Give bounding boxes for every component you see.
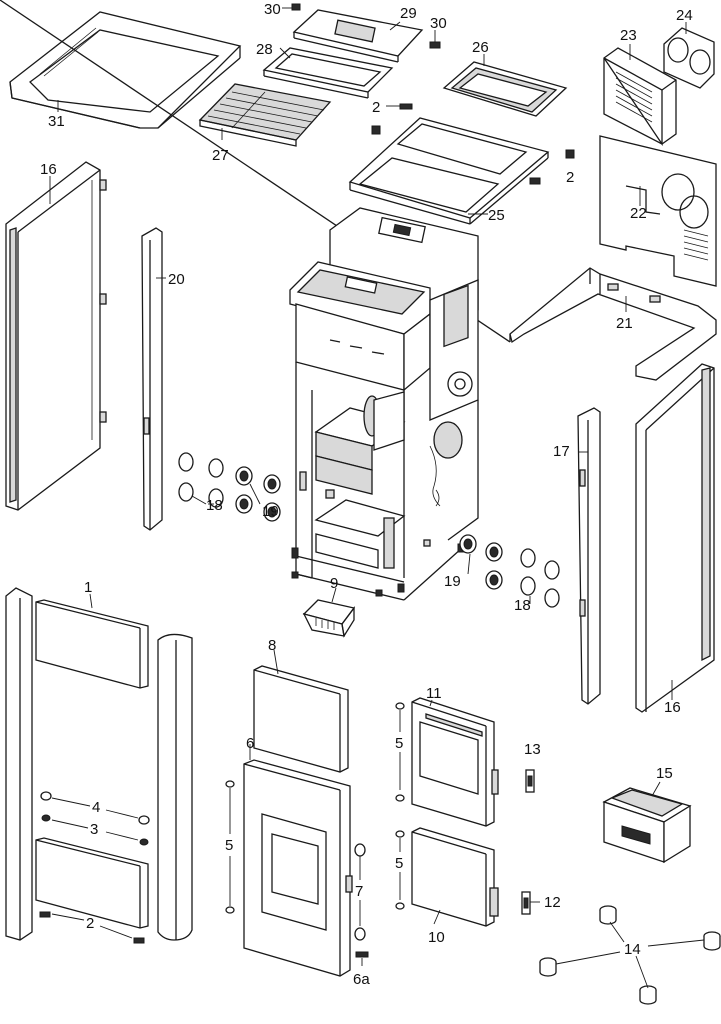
part-2-screws-bottom	[39, 911, 145, 944]
part-4-pin	[40, 791, 150, 825]
part-27-grille	[198, 83, 332, 147]
label-3: 3	[90, 821, 98, 838]
part-6-front-door	[243, 759, 353, 977]
part-front-left-column	[5, 587, 33, 941]
label-24: 24	[676, 7, 693, 24]
label-19-right: 19	[444, 573, 461, 590]
part-26-gasket	[442, 61, 568, 117]
callout-labels: 1 2 2 2 3 4 5 5 5 6 6a 7 8 9 10 11 12 13…	[40, 1, 693, 988]
label-15: 15	[656, 765, 673, 782]
label-22: 22	[630, 205, 647, 222]
part-8-plate	[253, 665, 349, 773]
part-20-left-rail	[141, 227, 163, 531]
part-2-screw-top	[371, 103, 413, 135]
label-6: 6	[246, 735, 254, 752]
label-5-upper: 5	[395, 735, 403, 752]
label-5-left: 5	[225, 837, 233, 854]
label-12: 12	[544, 894, 561, 911]
part-18-grommets-left	[178, 452, 224, 508]
part-14-feet	[539, 905, 721, 1005]
part-5-hinge-pin-lower	[395, 830, 405, 910]
part-11-upper-door	[411, 697, 499, 827]
part-12-latch	[521, 891, 540, 915]
label-7: 7	[355, 883, 363, 900]
label-6a: 6a	[353, 971, 370, 988]
part-13-latch	[525, 769, 535, 793]
label-4: 4	[92, 799, 100, 816]
part-16-right-side-panel	[635, 363, 715, 713]
label-9: 9	[330, 575, 338, 592]
part-16-left-side-panel	[5, 161, 107, 511]
label-30-right: 30	[430, 15, 447, 32]
label-16-right: 16	[664, 699, 681, 716]
label-17: 17	[553, 443, 570, 460]
label-2-top: 2	[372, 99, 380, 116]
part-23-rear-shroud	[603, 47, 677, 147]
part-17-right-rail	[577, 407, 601, 705]
part-1-front-upper-panel	[35, 599, 149, 689]
label-18-left: 18	[206, 497, 223, 514]
part-front-lower-panel	[35, 837, 149, 929]
label-28: 28	[256, 41, 273, 58]
label-2-right: 2	[566, 169, 574, 186]
label-8: 8	[268, 637, 276, 654]
part-10-lower-door	[411, 827, 499, 927]
part-25-top-plate	[348, 117, 550, 225]
part-5-hinge-pin-upper	[395, 702, 405, 802]
part-19-grommets-left	[235, 466, 281, 522]
label-16-left: 16	[40, 161, 57, 178]
label-23: 23	[620, 27, 637, 44]
part-front-right-column	[157, 633, 193, 941]
part-7-pin	[354, 843, 366, 941]
label-13: 13	[524, 741, 541, 758]
label-31: 31	[48, 113, 65, 130]
label-14: 14	[624, 941, 641, 958]
part-19-grommets-right	[459, 534, 503, 590]
label-25: 25	[488, 207, 505, 224]
label-5-lower: 5	[395, 855, 403, 872]
part-5-hinge-pin-left	[225, 780, 235, 914]
label-29: 29	[400, 5, 417, 22]
leader-lines	[49, 21, 687, 925]
label-21: 21	[616, 315, 633, 332]
part-24-flange-plate	[663, 27, 715, 89]
label-18-right: 18	[514, 597, 531, 614]
part-22-rear-panel	[599, 135, 717, 287]
part-9-burn-pot	[302, 599, 356, 638]
stove-body	[289, 207, 479, 601]
part-6a-screw	[355, 951, 369, 966]
label-30-left: 30	[264, 1, 281, 18]
label-26: 26	[472, 39, 489, 56]
label-2-bottom: 2	[86, 915, 94, 932]
label-11: 11	[426, 685, 442, 702]
part-2-screw-right	[529, 149, 575, 185]
part-30-clip-right	[429, 30, 441, 49]
label-1: 1	[84, 579, 92, 596]
label-19-left: 19	[262, 503, 279, 520]
part-15-ash-box	[602, 787, 692, 864]
part-18-grommets-right	[520, 548, 560, 608]
part-30-clip-left	[282, 3, 301, 11]
label-20: 20	[168, 271, 185, 288]
label-27: 27	[212, 147, 229, 164]
part-28-frame	[262, 47, 394, 99]
label-10: 10	[428, 929, 445, 946]
part-31-top-frame	[9, 11, 242, 129]
part-3-pin	[41, 814, 149, 846]
part-29-lid	[292, 9, 424, 63]
